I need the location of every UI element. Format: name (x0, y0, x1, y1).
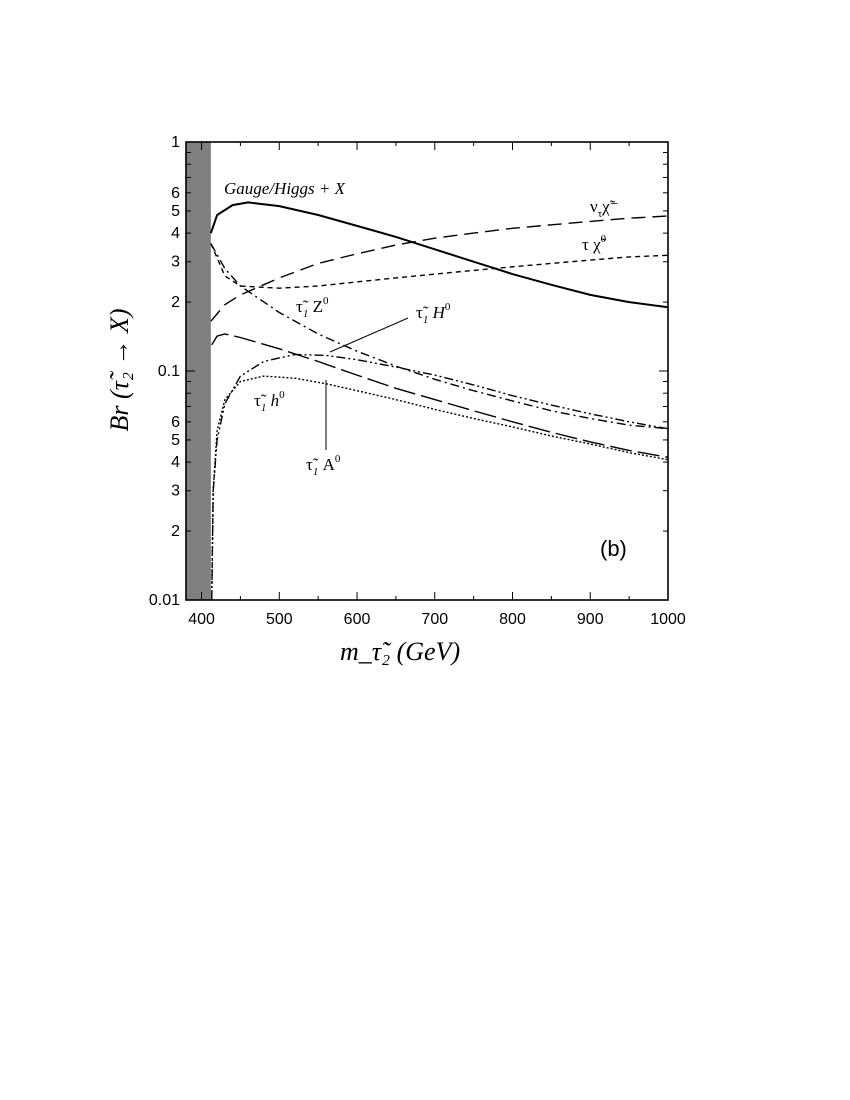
y-tick-label: 3 (171, 483, 180, 500)
x-tick-label: 400 (188, 611, 215, 628)
label-stau-H: τ̃1 H0 (416, 301, 451, 326)
y-tick-label: 4 (171, 225, 180, 242)
y-tick-label: 6 (171, 185, 180, 202)
series-line-z (210, 243, 669, 430)
panel-label: (b) (600, 536, 627, 561)
series-lines (209, 201, 669, 601)
x-tick-label: 600 (344, 611, 371, 628)
y-tick-label: 5 (171, 432, 180, 449)
x-tick-label: 1000 (650, 611, 686, 628)
series-line-h (211, 353, 669, 601)
y-tick-label: 5 (171, 203, 180, 220)
label-stau-Z: τ̃1 Z0 (296, 295, 329, 320)
y-tick-label: 0.1 (158, 363, 180, 380)
y-tick-label: 2 (171, 294, 180, 311)
x-tick-label: 800 (499, 611, 526, 628)
x-axis-title: m_τ̃₂ (GeV) (340, 637, 460, 666)
x-tick-label: 900 (577, 611, 604, 628)
y-axis-title: Br (τ̃₂ → X) (105, 308, 134, 431)
x-tick-labels: 400 500 600 700 800 900 1000 (188, 611, 686, 628)
label-tau-chi: τ χ̃0 (582, 233, 607, 254)
axis-ticks (186, 141, 669, 601)
x-tick-label: 700 (421, 611, 448, 628)
series-line-h (211, 375, 669, 601)
label-stau-h: τ̃1 h0 (254, 389, 285, 414)
y-tick-label: 6 (171, 414, 180, 431)
x-tick-label: 500 (266, 611, 293, 628)
y-tick-label: 4 (171, 454, 180, 471)
y-tick-label: 2 (171, 523, 180, 540)
series-line-series (210, 215, 669, 322)
label-nu-chi: ντχ̃⁻ (590, 197, 619, 220)
series-line-series (210, 243, 669, 289)
series-line-gauge-higgs-x (209, 201, 669, 309)
y-tick-label: 0.01 (149, 592, 180, 609)
series-line-a (211, 333, 669, 458)
y-tick-label: 1 (171, 134, 180, 151)
label-gauge-higgs: Gauge/Higgs + X (224, 179, 346, 198)
leader-line-stau-H (329, 317, 409, 353)
label-stau-A: τ̃1 A0 (306, 453, 341, 478)
y-tick-label: 3 (171, 254, 180, 271)
